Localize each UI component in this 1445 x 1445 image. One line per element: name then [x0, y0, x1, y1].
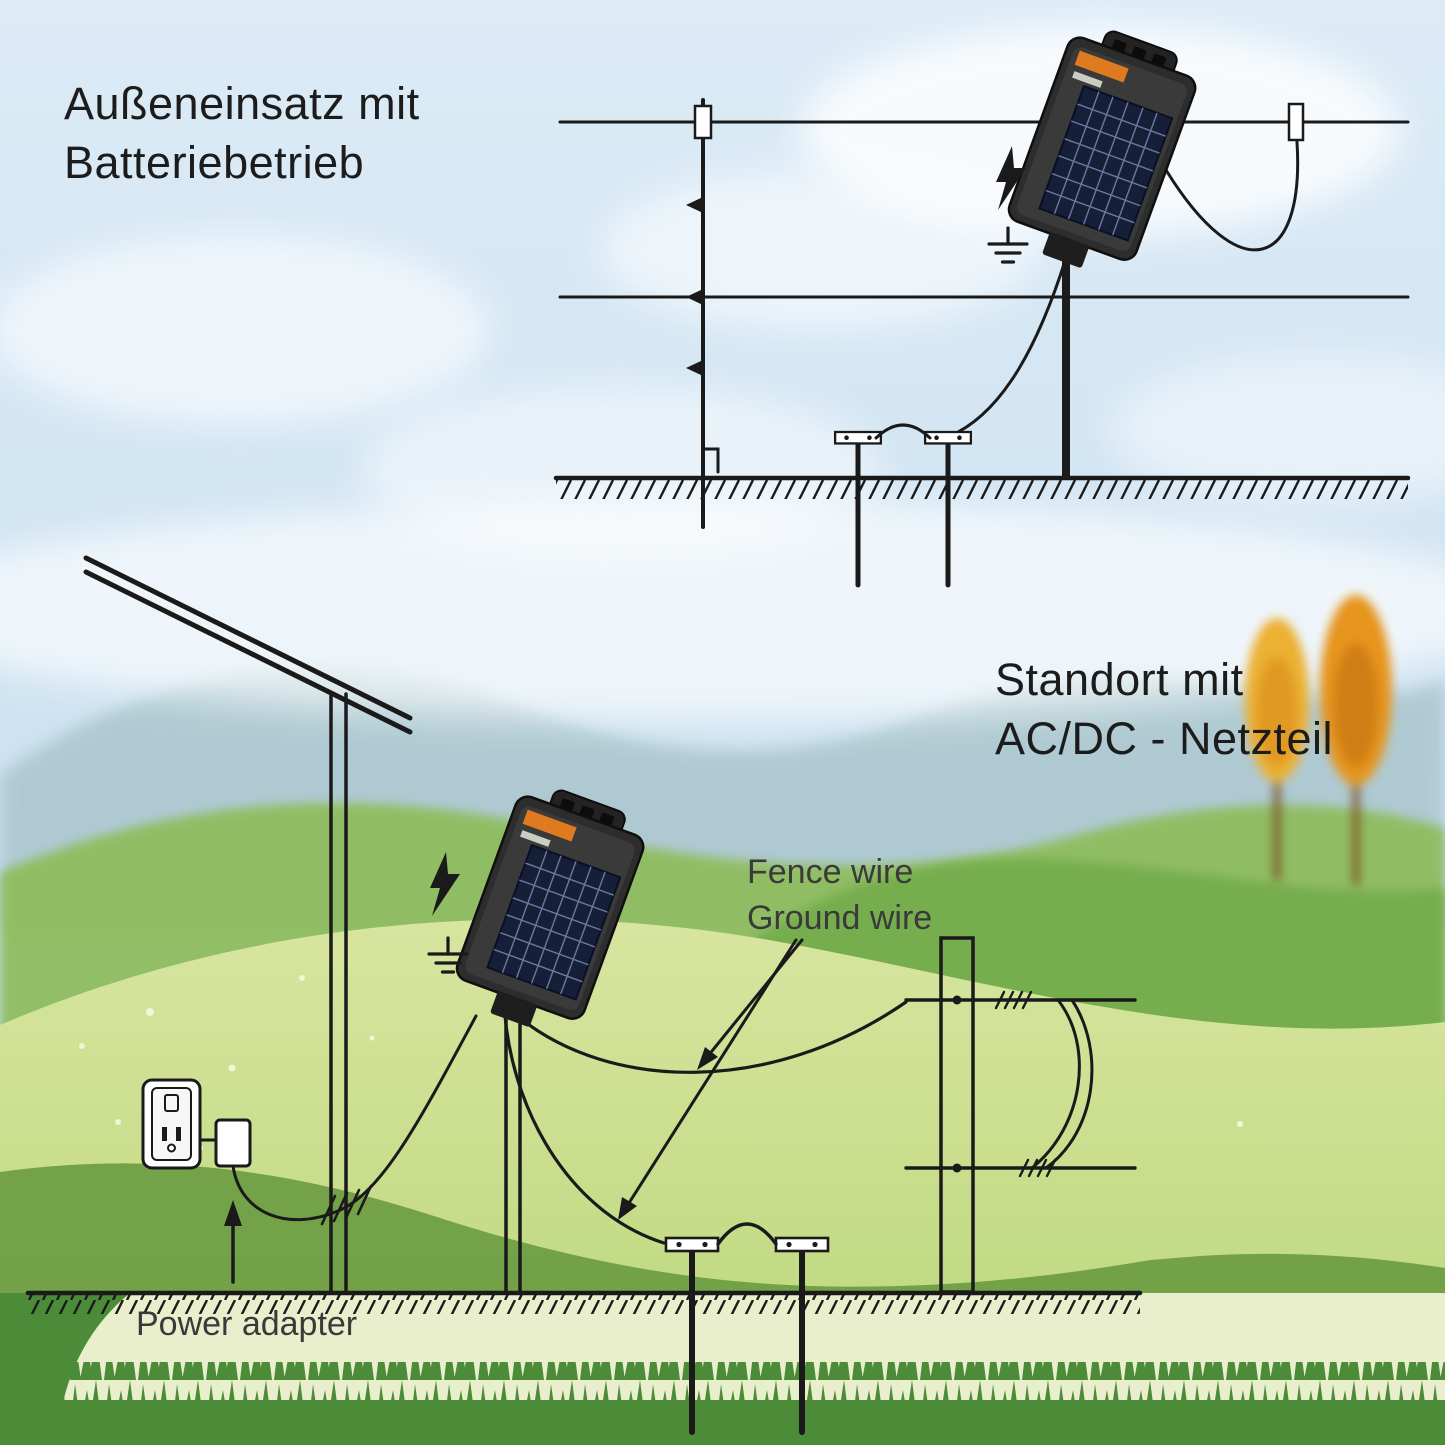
ground-wire-arrow	[618, 938, 798, 1220]
ground-rods	[664, 1222, 830, 1435]
adapter-cord	[231, 1014, 478, 1222]
power-outlet-icon	[141, 1078, 202, 1170]
rod-clamp	[664, 1236, 720, 1253]
ground-wire-label: Ground wire	[747, 898, 933, 937]
cord-coil-marks	[320, 1184, 373, 1226]
shed-roof	[83, 555, 413, 735]
label-line: AC/DC - Netzteil	[995, 713, 1334, 765]
rod-clamp	[923, 430, 973, 445]
ground-hatch	[28, 1295, 1140, 1314]
fence-wire-label: Fence wire	[747, 853, 914, 891]
mains-install-diagram	[25, 555, 1143, 1435]
post-clips	[686, 197, 703, 376]
grass-base	[0, 1400, 1445, 1445]
fence-wire-run	[518, 1000, 908, 1074]
rod-jumper-wire	[716, 1222, 778, 1246]
post-insulator	[693, 104, 713, 140]
ground-rods	[833, 423, 973, 588]
ground-hatch	[556, 480, 1408, 499]
autumn-trees	[1245, 595, 1392, 885]
mains-scenario-label: Standort mit AC/DC - Netzteil	[995, 650, 1333, 769]
jumper-loop	[1044, 998, 1094, 1170]
battery-scenario-label: Außeneinsatz mit Batteriebetrieb	[64, 74, 420, 193]
fence-wire-arrow	[697, 938, 804, 1070]
wire-labels: Fence wire Ground wire	[747, 850, 932, 941]
wire-insulator	[1287, 102, 1305, 142]
power-adapter-plug	[198, 1118, 252, 1168]
label-line: Batteriebetrieb	[64, 137, 365, 189]
fence-post	[939, 936, 975, 1294]
ground-wire-run	[503, 1014, 666, 1245]
ground-wire-run	[948, 256, 1068, 438]
power-adapter-arrow	[224, 1200, 242, 1284]
rod-clamp	[774, 1236, 830, 1253]
fence-connection-wire	[1164, 140, 1300, 252]
horizon-haze	[0, 500, 1445, 720]
battery-install-diagram	[553, 16, 1411, 588]
energizer-mount-post	[504, 1010, 522, 1294]
post-ground-jog	[701, 447, 720, 474]
power-adapter-label: Power adapter	[136, 1305, 358, 1343]
label-line: Außeneinsatz mit	[64, 78, 420, 129]
rod-clamp	[833, 430, 883, 445]
rod-jumper-wire	[874, 423, 932, 440]
fence-section	[904, 936, 1137, 1294]
jumper-loop	[1030, 998, 1081, 1170]
label-line: Standort mit	[995, 654, 1244, 705]
